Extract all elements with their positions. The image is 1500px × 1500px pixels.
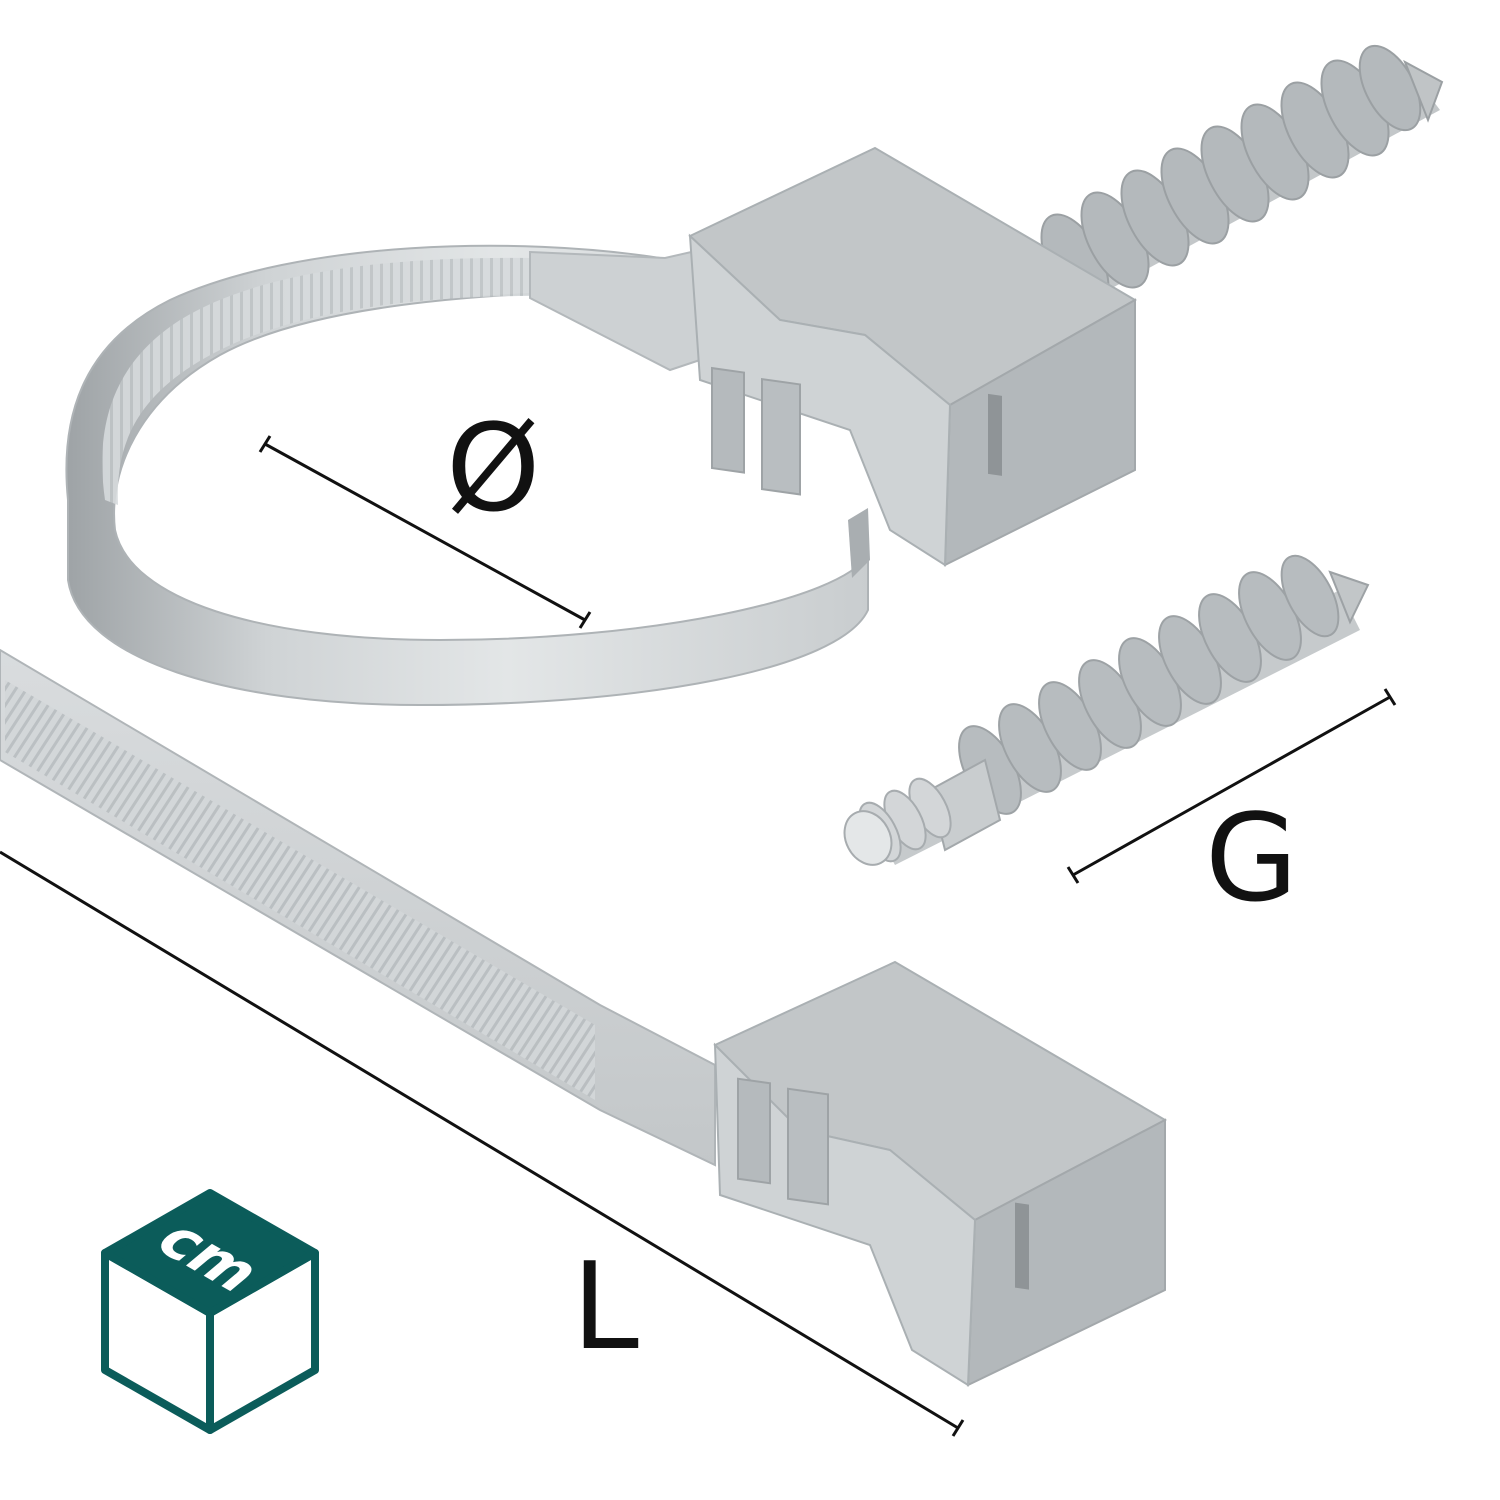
cube-icon (101, 1189, 319, 1434)
head-front-face (713, 1042, 977, 1387)
unit-badge: cm (100, 1185, 320, 1435)
loop-band-outer (65, 244, 869, 707)
cable-tie-straight (0, 648, 716, 1167)
label-plug-length: G (1205, 790, 1298, 929)
loop-ribbed-inner (102, 257, 530, 505)
head-slot-2 (761, 377, 801, 496)
wall-plug-loose (843, 554, 1370, 866)
label-tie-length: L (572, 1238, 639, 1377)
cable-tie-loop (65, 244, 870, 707)
loop-tail-end (848, 508, 870, 578)
tie-head-upper (688, 44, 1444, 567)
strap-ribs (5, 680, 595, 1100)
dimension-diameter (258, 435, 592, 629)
dimension-plug-length (1066, 688, 1397, 884)
plug-threads-upper (1040, 44, 1444, 311)
plug-tip (843, 810, 893, 866)
head-slot-1 (711, 366, 745, 474)
head-slot-3 (1015, 1202, 1029, 1290)
dimension-tie-length (0, 850, 965, 1437)
head-slot-1 (737, 1077, 771, 1185)
tie-head-lower (713, 960, 1168, 1387)
loop-strap-neck (529, 248, 701, 372)
head-slot-2 (787, 1087, 829, 1206)
head-front-face (688, 233, 952, 567)
label-diameter: Ø (446, 400, 541, 539)
head-slot-3 (988, 393, 1002, 476)
